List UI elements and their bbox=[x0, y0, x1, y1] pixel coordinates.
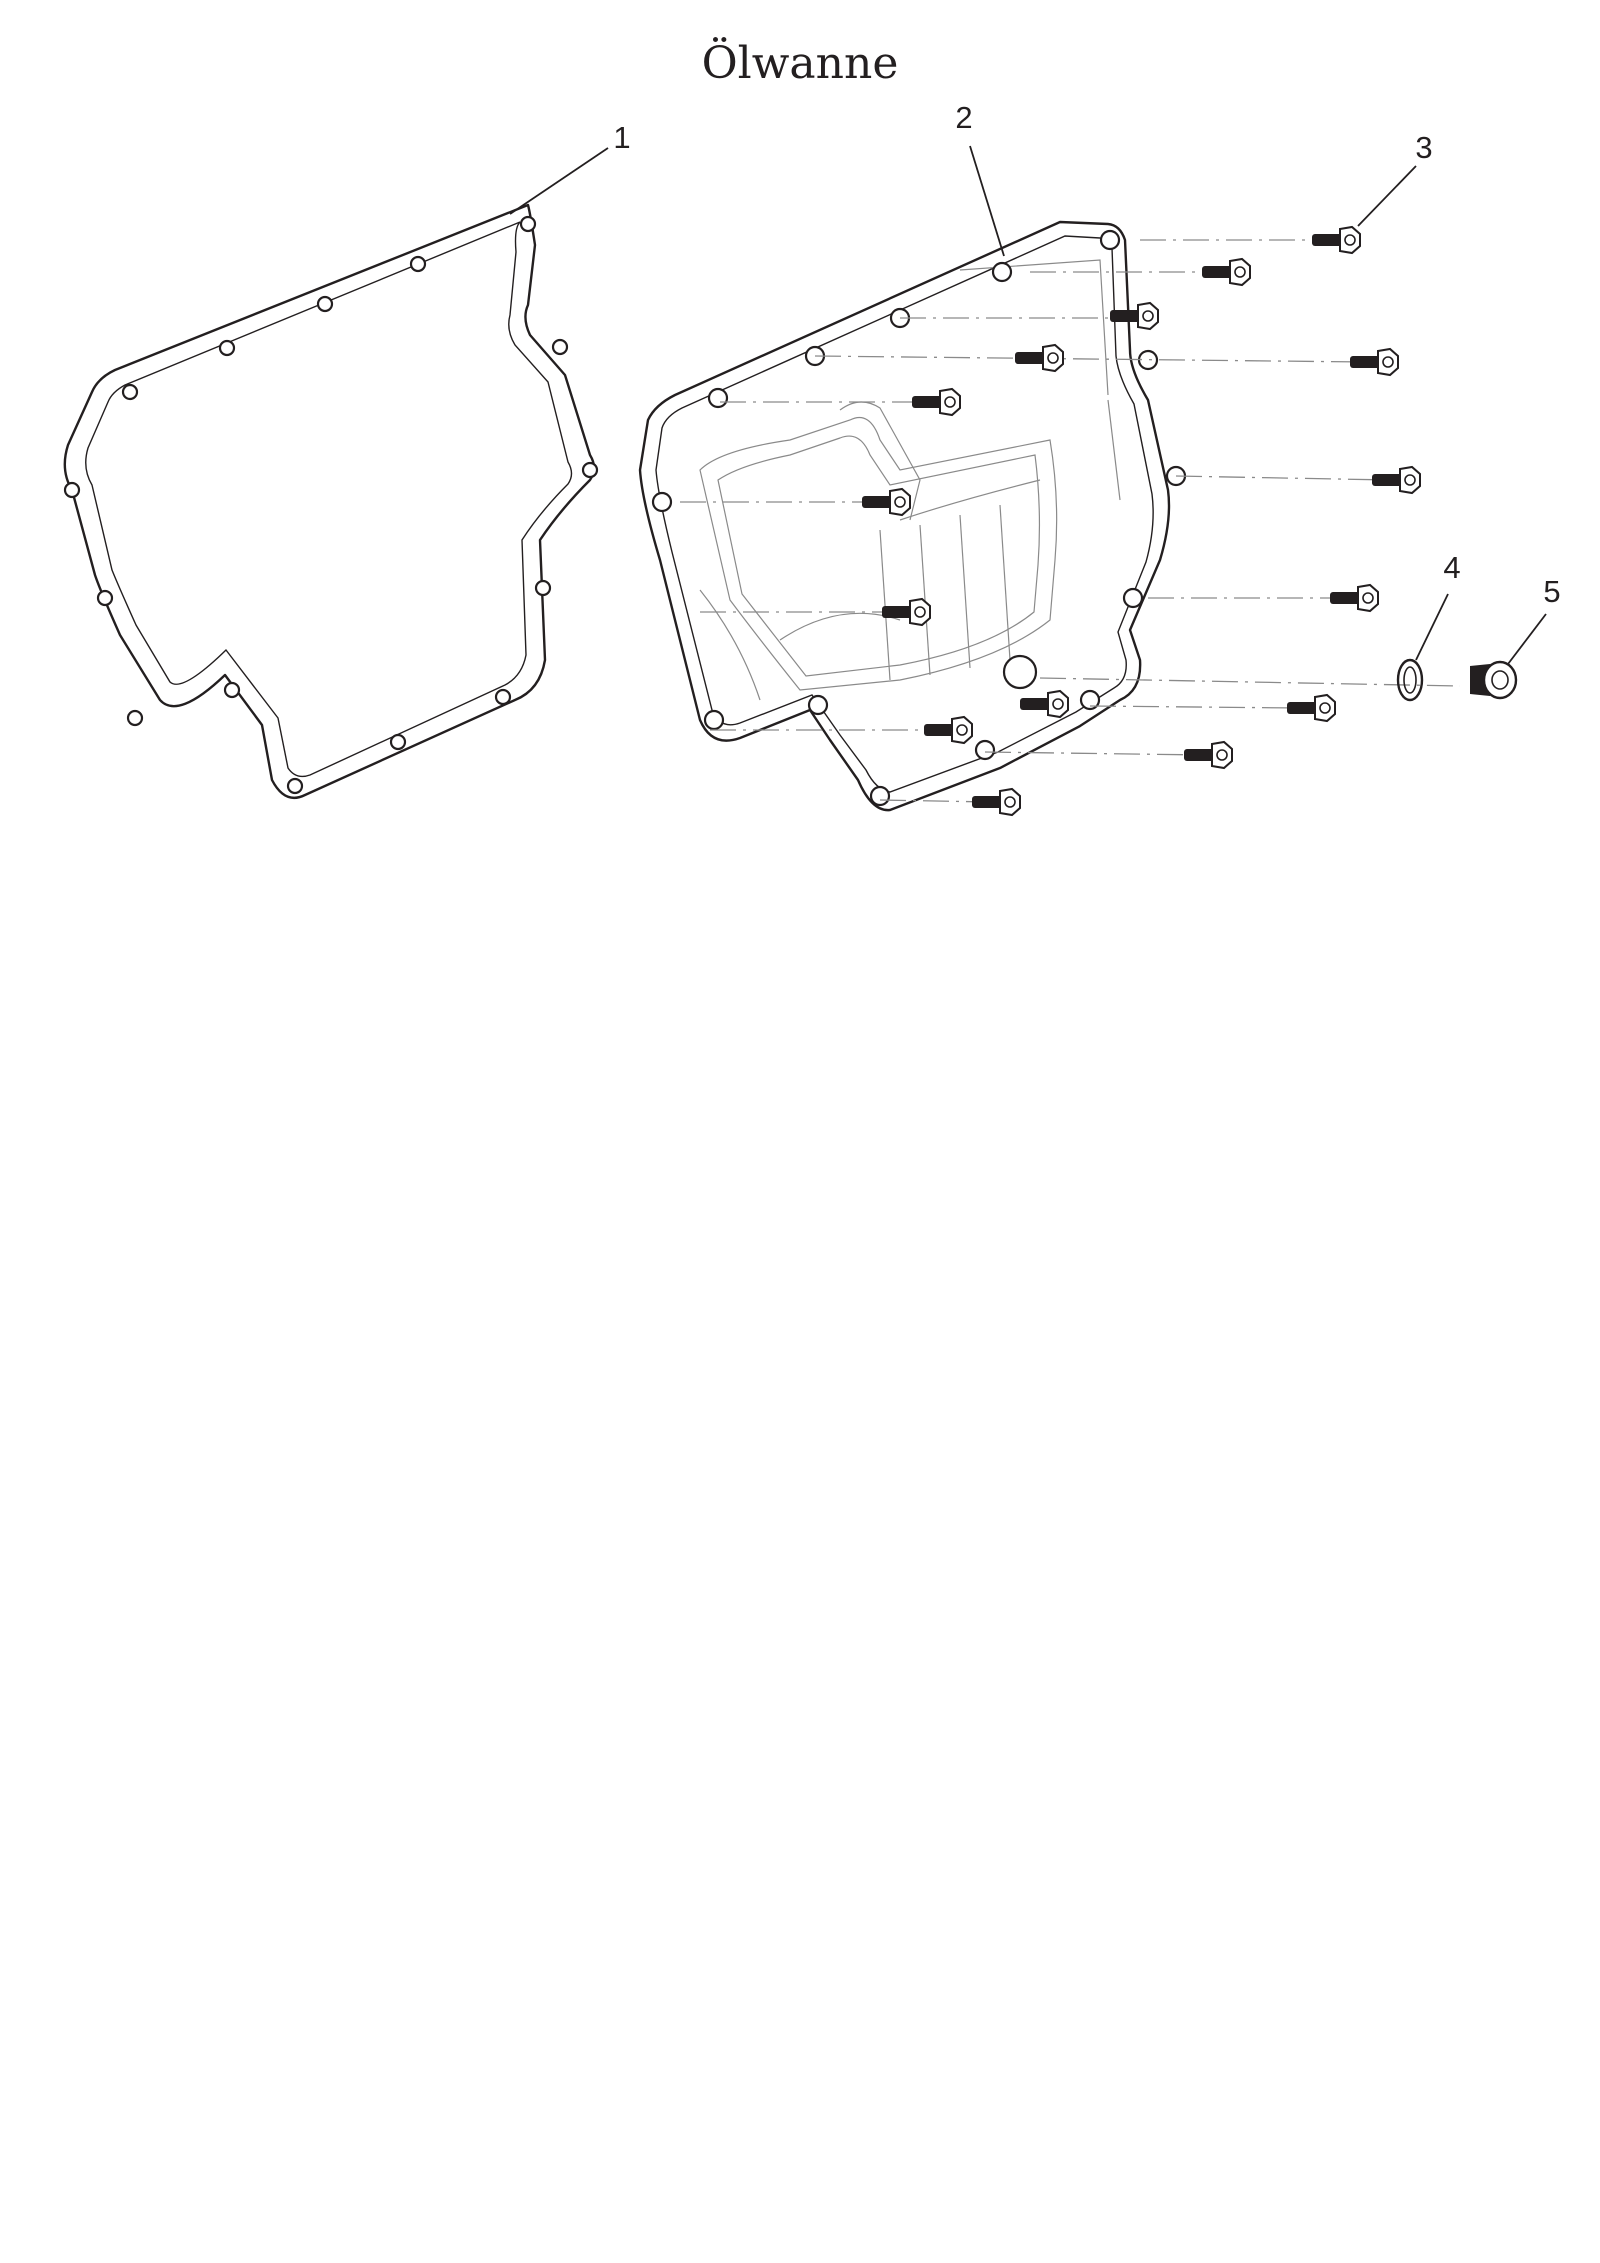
gasket-holes bbox=[63, 215, 599, 795]
sealing-ring-part-4 bbox=[1396, 658, 1424, 702]
page-title: Ölwanne bbox=[701, 38, 899, 89]
callout-1: 1 bbox=[613, 120, 630, 155]
callout-leaders bbox=[509, 145, 1547, 665]
bolts-part-3 bbox=[861, 226, 1421, 816]
callout-5: 5 bbox=[1543, 574, 1560, 609]
callout-2: 2 bbox=[955, 100, 972, 135]
oil-pan-bolt-bosses bbox=[651, 229, 1187, 807]
assembly-centerlines bbox=[680, 239, 1461, 803]
callout-3: 3 bbox=[1415, 130, 1432, 165]
callout-4: 4 bbox=[1443, 550, 1460, 585]
oil-pan-part-2 bbox=[638, 220, 1187, 812]
drain-plug-part-5 bbox=[1470, 660, 1518, 700]
gasket-part-1 bbox=[63, 203, 599, 800]
